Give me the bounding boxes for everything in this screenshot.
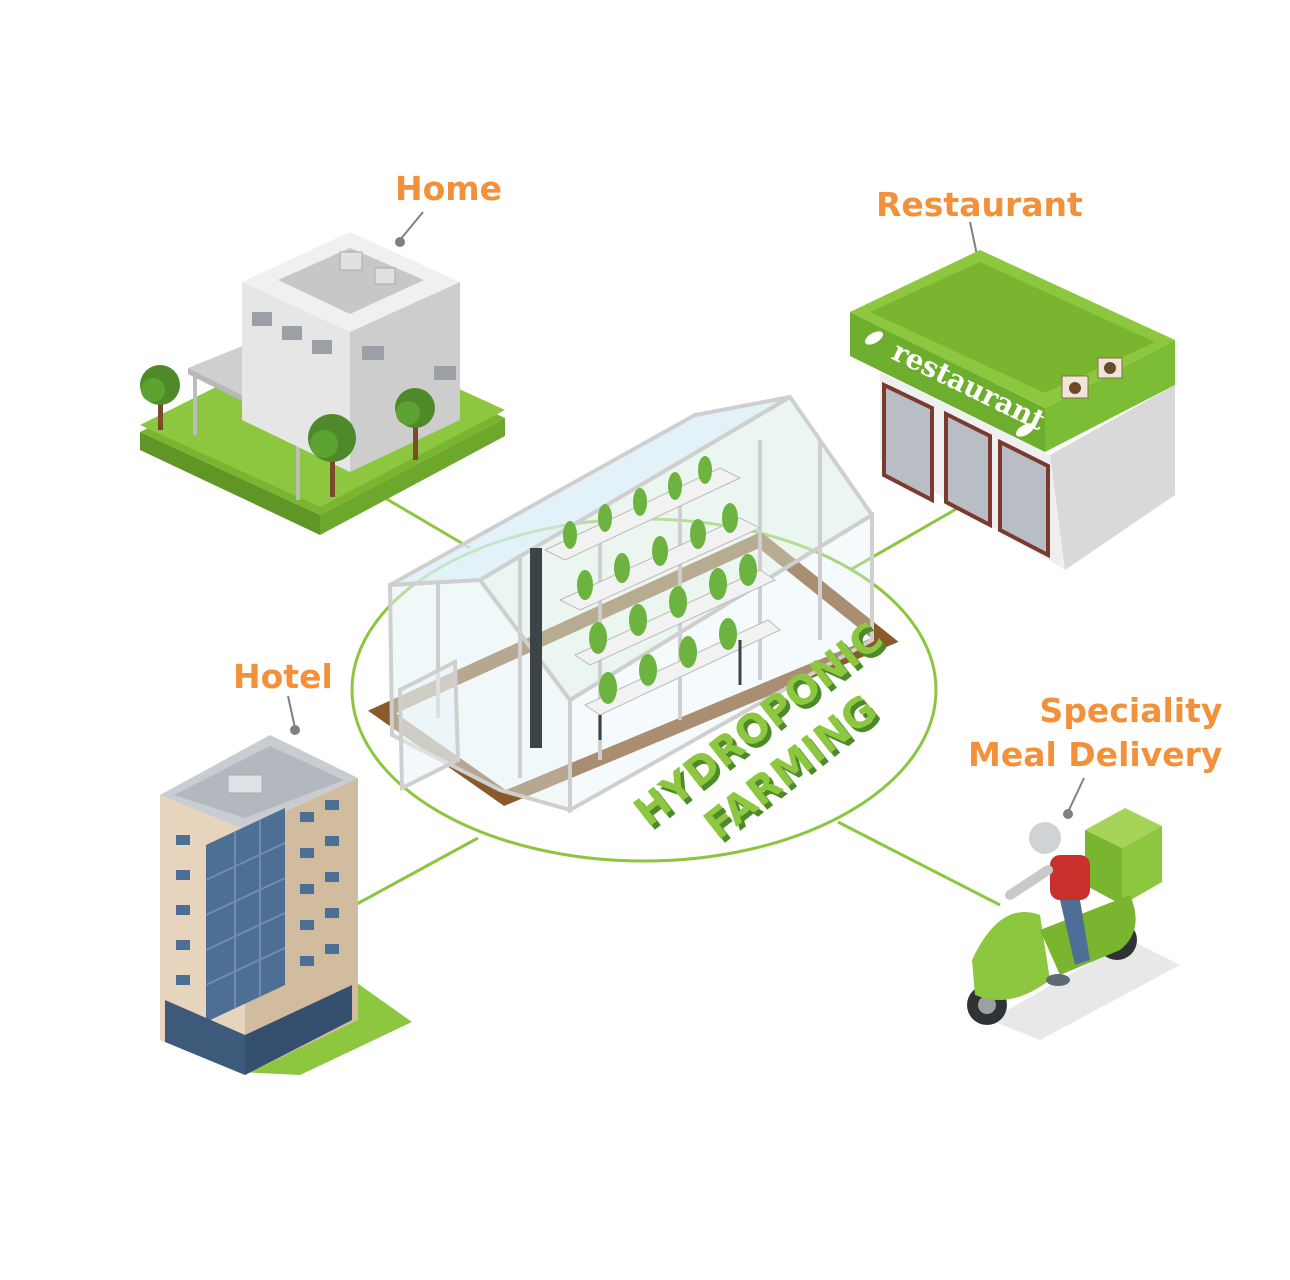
home-trees	[140, 365, 435, 497]
pin-home	[395, 237, 405, 247]
connector-lines	[354, 496, 1001, 907]
connector-delivery	[837, 820, 1001, 907]
connector-hotel	[354, 836, 479, 907]
label-home: Home	[395, 169, 503, 208]
label-delivery-line2: Meal Delivery	[968, 735, 1223, 775]
home-building	[140, 232, 505, 535]
label-delivery-line1: Speciality	[1039, 691, 1223, 730]
delivery-scooter	[967, 808, 1180, 1040]
label-restaurant: Restaurant	[876, 185, 1083, 224]
label-delivery: Speciality Meal Delivery	[968, 690, 1222, 776]
hotel-building	[160, 735, 412, 1075]
connector-restaurant	[849, 506, 959, 572]
plants	[563, 456, 757, 704]
connector-home	[384, 496, 471, 550]
label-hotel: Hotel	[233, 657, 333, 696]
pin-hotel	[290, 725, 300, 735]
greenhouse	[367, 394, 899, 814]
pin-delivery	[1063, 809, 1073, 819]
restaurant-building: restaurant	[850, 250, 1175, 570]
